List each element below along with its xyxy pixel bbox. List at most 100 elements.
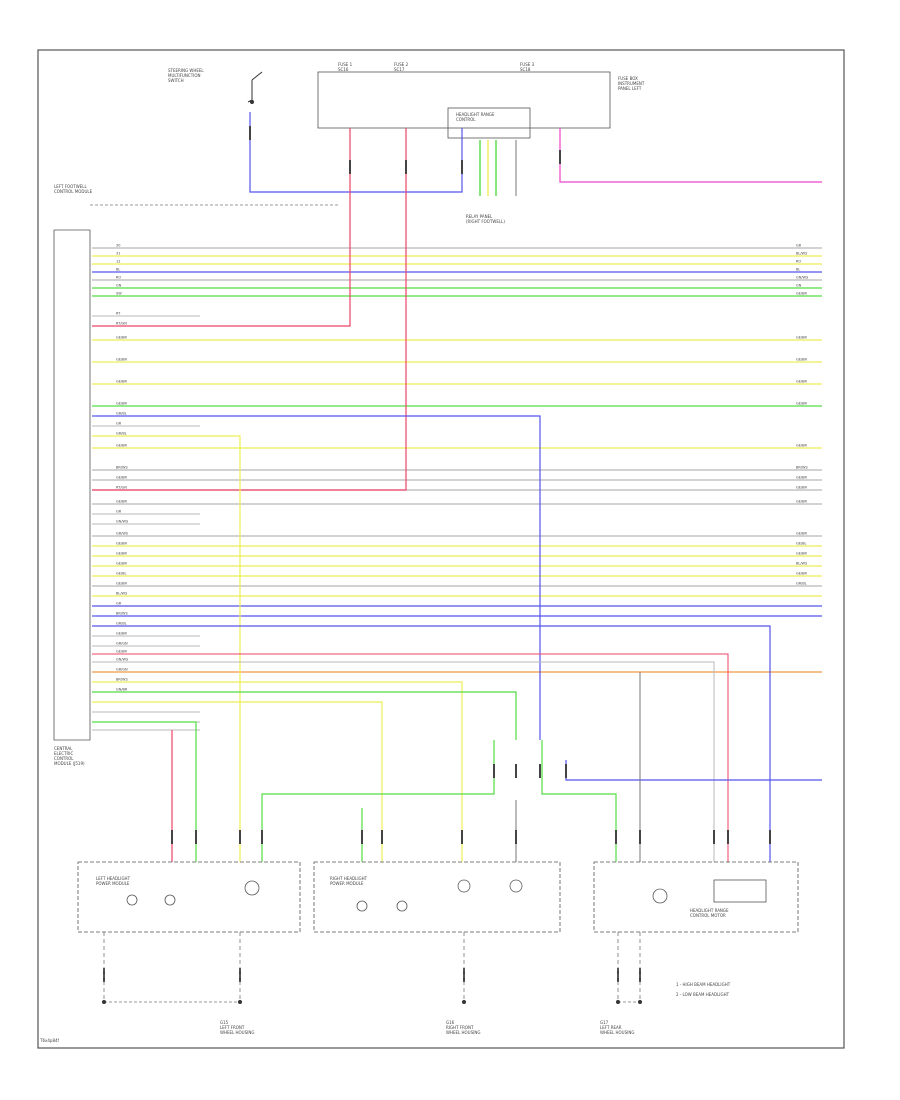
wire-label-right: GE/BR — [796, 380, 808, 384]
wire-label-right: RO — [796, 260, 801, 264]
wire-label-left: 12 — [116, 260, 120, 264]
wire-label-right: GE/BR — [796, 500, 808, 504]
wire-label-right: GE/BR — [796, 572, 808, 576]
wire-label-left: GE/BR — [116, 444, 128, 448]
wire-label-left: GE/BR — [116, 500, 128, 504]
wire-label-right: GE/BR — [796, 444, 808, 448]
headlight-range-box — [447, 107, 531, 139]
wire-label-left: GE/BR — [116, 632, 128, 636]
wire-label-left: BR/WS — [116, 612, 128, 616]
bulb-icon — [509, 879, 523, 893]
wire-label-left: 30 — [116, 244, 120, 248]
wire-label-right: GN/WS — [796, 276, 809, 280]
red-motor-wire — [92, 653, 729, 862]
wire-label-left: GE/BR — [116, 542, 128, 546]
red-feed-wire — [92, 128, 351, 327]
wire-label-left: BR/WS — [116, 466, 128, 470]
switch-icon — [247, 71, 263, 103]
wire-label-left: GR/WS — [116, 532, 129, 536]
wire-label-left: BL — [116, 268, 120, 272]
wire-label-right: BL/WS — [796, 562, 808, 566]
pink-wire — [559, 128, 822, 183]
left-module-box — [77, 861, 301, 933]
gray-motor-wire — [92, 661, 715, 862]
bulb-icon — [244, 880, 260, 896]
wire-label-left: RT — [116, 312, 121, 316]
wire-label-left: GR/BL — [116, 432, 127, 436]
wire-label-left: GE/BR — [116, 562, 128, 566]
wire-label-left: GN — [116, 284, 122, 288]
wire-label-left: SW — [116, 292, 122, 296]
wire-label-right: GR — [796, 244, 802, 248]
ecu-box — [53, 229, 91, 741]
wire-label-left: RT/GN — [116, 322, 127, 326]
wire-label-left: GE/BR — [116, 476, 128, 480]
blue-range-wire — [92, 415, 541, 740]
wire-label-left: BR/WS — [116, 678, 128, 682]
wire-label-left: GR — [116, 510, 122, 514]
green-cross-wire-2 — [541, 740, 617, 862]
wire-label-right: GE/BR — [796, 292, 808, 296]
wire-label-right: GN — [796, 284, 802, 288]
wire-label-right: GE/BR — [796, 486, 808, 490]
wire-label-left: GR/GN — [116, 668, 128, 672]
wire-label-left: GR/BL — [116, 622, 127, 626]
label-relay-panel: RELAY PANEL(RIGHT FOOTWELL) — [466, 214, 505, 224]
wire-label-left: GN/WS — [116, 658, 129, 662]
wire-label-left: GE/BR — [116, 380, 128, 384]
wire-label-right: GE/BL — [796, 542, 807, 546]
motor-icon — [396, 900, 408, 912]
wire-label-left: GR/BL — [116, 412, 127, 416]
wire-label-right: GE/BR — [796, 532, 808, 536]
wire-label-left: GE/BR — [116, 358, 128, 362]
right-module-box — [593, 861, 799, 933]
motor-icon — [164, 894, 176, 906]
blue-switch-wire — [249, 112, 463, 193]
wire-label-right: GE/BR — [796, 552, 808, 556]
green-mid-wire — [92, 691, 517, 740]
fuse-box — [317, 71, 611, 129]
wire-label-right: GE/BR — [796, 336, 808, 340]
green-left-wire — [92, 721, 197, 862]
wire-label-left: GE/BR — [116, 582, 128, 586]
wire-label-left: BL/WS — [116, 592, 128, 596]
wire-label-right: BL — [796, 268, 800, 272]
legend-item-2: 2 - LOW BEAM HEADLIGHT — [676, 992, 730, 997]
footer-code: T6x4p84f — [39, 1038, 60, 1043]
range-motor-icon — [713, 879, 767, 903]
wire-label-left: GE/BR — [116, 650, 128, 654]
bulb-icon — [457, 879, 471, 893]
wire-label-left: GR/GN — [116, 642, 128, 646]
motor-icon — [356, 900, 368, 912]
green-cross-wire — [261, 740, 495, 862]
wire-label-left: 31 — [116, 252, 120, 256]
wire-label-left: RO — [116, 276, 121, 280]
wire-label-right: GR/BL — [796, 582, 807, 586]
yellow-mid-wire-2 — [92, 701, 383, 862]
bulb-icon — [652, 888, 668, 904]
blue-out-wire — [565, 760, 822, 781]
wire-label-left: GN/BR — [116, 688, 128, 692]
wire-label-left: GE/BL — [116, 572, 127, 576]
red-feed-wire-2 — [92, 128, 407, 491]
wire-label-right: GE/BR — [796, 476, 808, 480]
wire-label-right: BR/WS — [796, 466, 808, 470]
wire-labels-right: GR BL/WS RO BL GN/WS GN GE/BR GE/BR GE/BR GE/BR GE… — [796, 244, 809, 586]
yellow-mid-wire — [92, 681, 463, 862]
wire-label-left: GE/BR — [116, 552, 128, 556]
